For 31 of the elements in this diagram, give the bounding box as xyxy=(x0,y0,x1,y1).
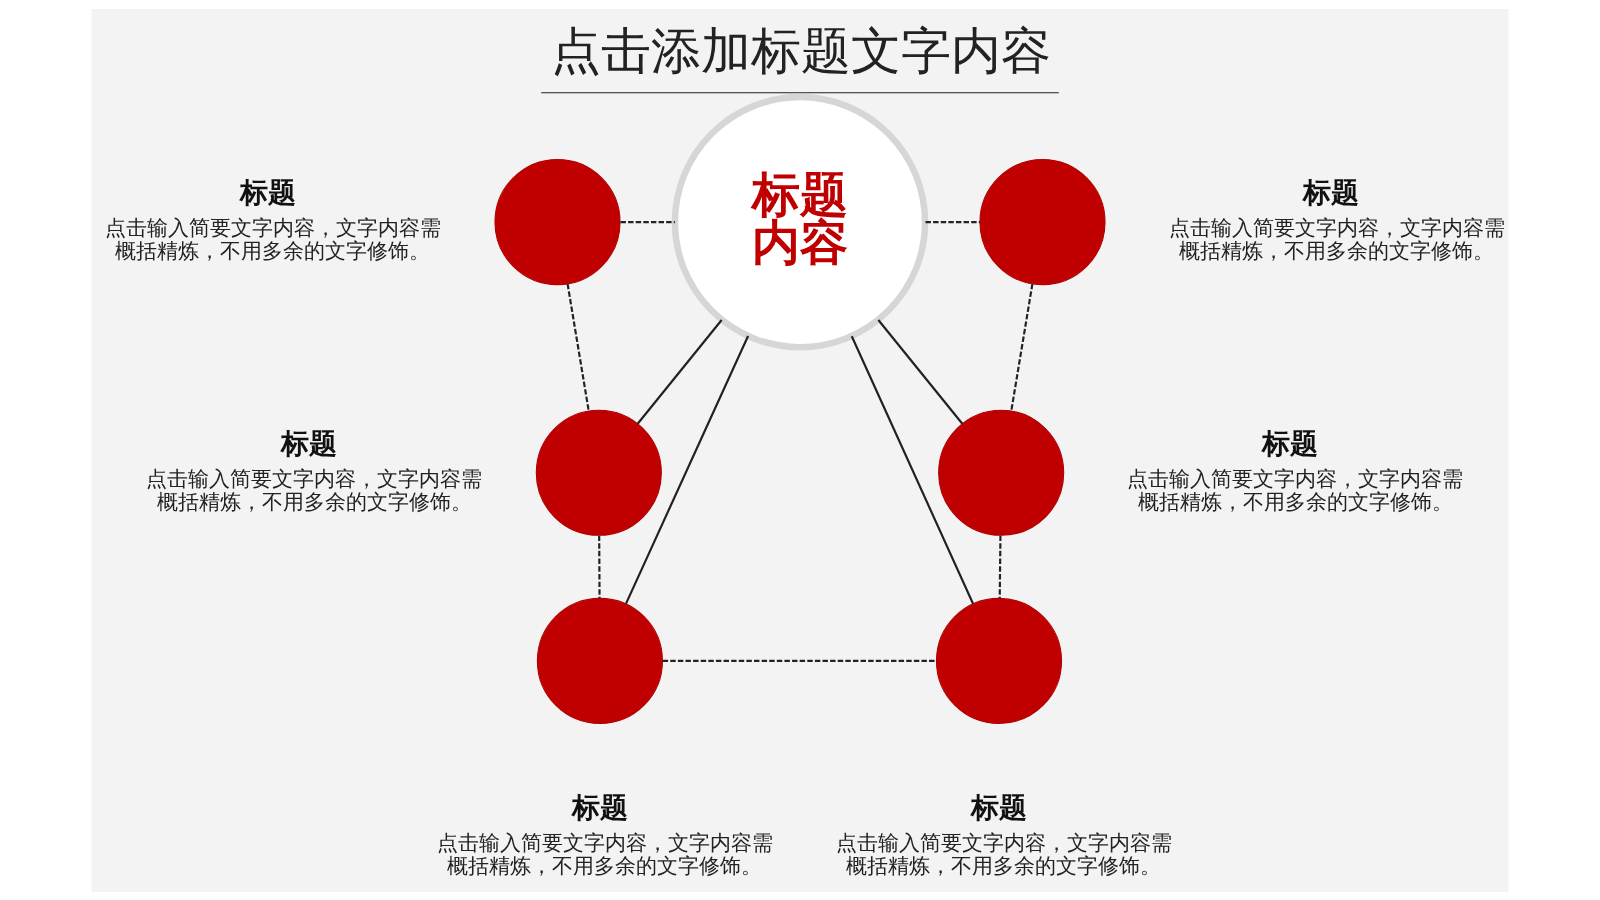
connector xyxy=(624,335,750,604)
node-label: 点击输入简要文字内容，文字内容需概括精炼，不用多余的文字修饰。 xyxy=(436,830,773,878)
node-label: 标题 xyxy=(970,790,1027,824)
node-circle xyxy=(494,158,621,285)
connector xyxy=(998,535,1002,598)
node-label: 标题 xyxy=(281,426,338,460)
connector xyxy=(1010,283,1034,411)
node-circle: 标题内容 xyxy=(671,93,929,350)
node-circle xyxy=(935,597,1063,724)
diagram-title: 点击添加标题文字内容 xyxy=(550,21,1051,80)
connector xyxy=(925,220,980,223)
node-circle xyxy=(535,409,662,536)
connector xyxy=(662,659,937,662)
node-label: 点击输入简要文字内容，文字内容需概括精炼，不用多余的文字修饰。 xyxy=(835,830,1172,878)
node-label: 点击输入简要文字内容，文字内容需概括精炼，不用多余的文字修饰。 xyxy=(1168,215,1505,263)
node-circle xyxy=(979,158,1106,285)
node-circle xyxy=(536,597,663,724)
connector xyxy=(850,335,975,604)
node-label: 标题 xyxy=(1262,426,1319,460)
node-label: 点击输入简要文字内容，文字内容需概括精炼，不用多余的文字修饰。 xyxy=(146,466,483,514)
node-label: 标题 xyxy=(1303,175,1360,209)
node-label: 标题 xyxy=(571,790,628,824)
connector xyxy=(598,535,601,598)
node-label: 标题 xyxy=(239,175,296,209)
connector xyxy=(566,283,590,411)
connector xyxy=(620,220,675,223)
node-label: 点击输入简要文字内容，文字内容需概括精炼，不用多余的文字修饰。 xyxy=(105,215,442,263)
node-circle xyxy=(938,409,1065,536)
connector xyxy=(877,318,964,424)
node-label: 点击输入简要文字内容，文字内容需概括精炼，不用多余的文字修饰。 xyxy=(1127,466,1464,514)
connector xyxy=(636,318,723,424)
